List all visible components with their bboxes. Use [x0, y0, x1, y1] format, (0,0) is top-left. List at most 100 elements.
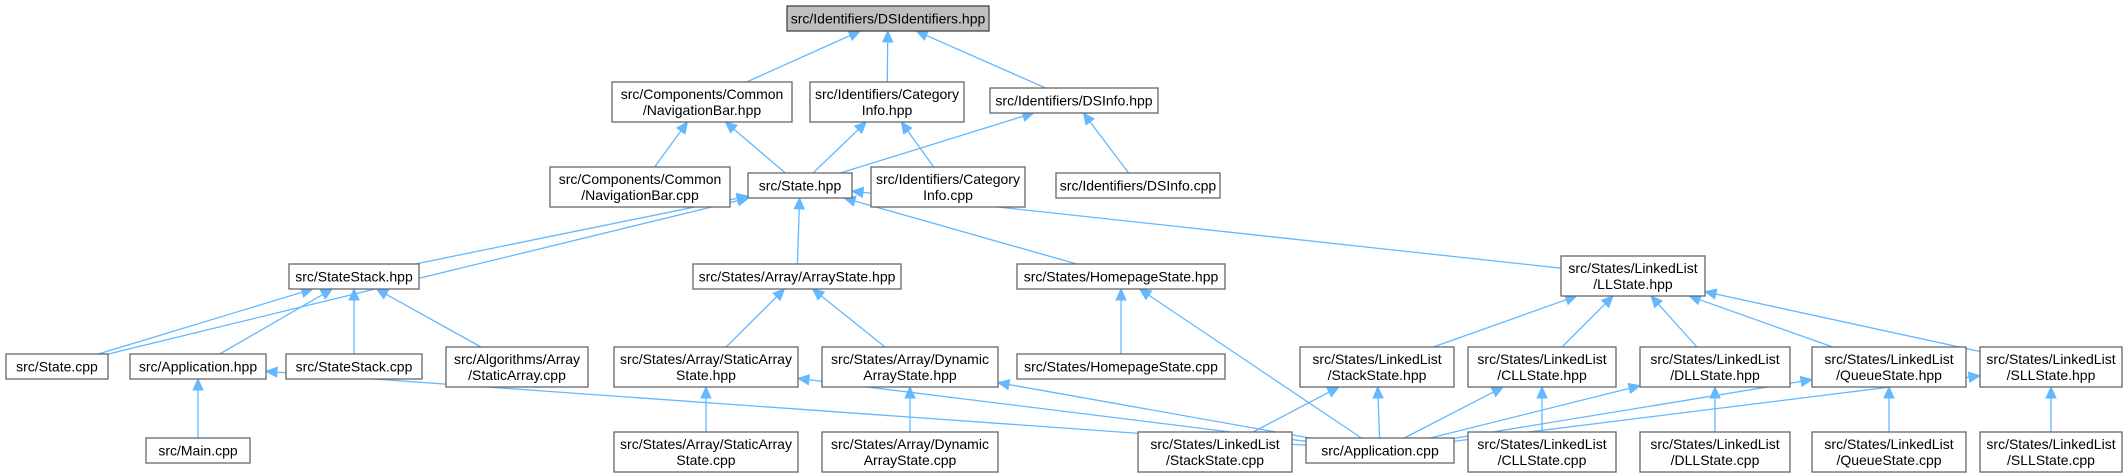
edge-line — [1561, 303, 1606, 348]
node-label: /NavigationBar.cpp — [581, 187, 699, 203]
node-box — [129, 353, 267, 380]
node-llstate-hpp[interactable]: src/States/LinkedList/LLState.hpp — [1560, 255, 1706, 297]
edge-cllstate-hpp-to-llstate-hpp — [1561, 295, 1614, 348]
edge-arrowhead — [1536, 385, 1548, 399]
node-main-cpp[interactable]: src/Main.cpp — [145, 437, 251, 464]
node-cllstate-cpp[interactable]: src/States/LinkedList/CLLState.cpp — [1467, 431, 1617, 473]
node-label: src/States/Array/Dynamic — [831, 351, 989, 367]
node-application-cpp[interactable]: src/Application.cpp — [1305, 437, 1455, 464]
node-arraystate-hpp[interactable]: src/States/Array/ArrayState.hpp — [692, 263, 902, 290]
edge-arrowhead — [1703, 288, 1718, 300]
node-statestack-cpp[interactable]: src/StateStack.cpp — [285, 353, 423, 380]
edge-arrowhead — [1326, 386, 1340, 398]
edge-application-hpp-to-statestack-hpp — [219, 288, 334, 355]
node-label: src/State.cpp — [16, 359, 98, 375]
edge-sllstate-hpp-to-llstate-hpp — [1703, 288, 1981, 353]
node-label: src/States/Array/ArrayState.hpp — [699, 269, 896, 285]
edge-arrowhead — [264, 366, 278, 378]
edge-queuestate-cpp-to-queuestate-hpp — [1883, 385, 1895, 432]
edge-arrowhead — [1372, 385, 1384, 399]
node-label: src/StateStack.cpp — [296, 359, 413, 375]
node-state-cpp[interactable]: src/State.cpp — [5, 353, 109, 380]
node-label: /StaticArray.cpp — [468, 367, 566, 383]
edge-arrowhead — [735, 192, 750, 205]
node-label: /LLState.hpp — [1593, 276, 1673, 292]
edge-application-cpp-to-staticarraystate-hpp — [796, 374, 1307, 442]
node-label: ArrayState.cpp — [864, 452, 957, 468]
node-dsinfo-cpp[interactable]: src/Identifiers/DSInfo.cpp — [1055, 172, 1221, 199]
edge-line — [98, 291, 303, 355]
node-application-hpp[interactable]: src/Application.hpp — [129, 353, 267, 380]
node-label: /CLLState.hpp — [1497, 367, 1587, 383]
node-sllstate-hpp[interactable]: src/States/LinkedList/SLLState.hpp — [1979, 346, 2123, 388]
node-label: src/Identifiers/DSIdentifiers.hpp — [791, 11, 986, 27]
node-label: src/Main.cpp — [158, 443, 238, 459]
edge-staticarray-alg-cpp-to-statestack-hpp — [375, 288, 482, 348]
edge-arrowhead — [850, 186, 865, 199]
edge-line — [796, 208, 800, 265]
edge-arrowhead — [700, 385, 712, 399]
node-label: src/Algorithms/Array — [454, 351, 580, 367]
node-box — [1299, 346, 1455, 388]
node-state-hpp[interactable]: src/State.hpp — [747, 172, 853, 199]
edge-stackstate-hpp-to-llstate-hpp — [1433, 294, 1578, 348]
edge-line — [733, 128, 786, 174]
node-label: /DLLState.hpp — [1670, 367, 1760, 383]
edge-arrowhead — [881, 29, 894, 43]
edge-arrowhead — [1650, 295, 1664, 309]
node-sllstate-cpp[interactable]: src/States/LinkedList/SLLState.cpp — [1979, 431, 2123, 473]
node-label: src/States/LinkedList — [1312, 351, 1441, 367]
edge-arrowhead — [915, 30, 930, 41]
node-stackstate-cpp[interactable]: src/States/LinkedList/StackState.cpp — [1137, 431, 1293, 473]
node-box — [613, 431, 799, 473]
node-homepagestate-hpp[interactable]: src/States/HomepageState.hpp — [1016, 263, 1226, 290]
node-dsidentifiers-hpp[interactable]: src/Identifiers/DSIdentifiers.hpp — [786, 5, 990, 32]
node-label: /StackState.cpp — [1166, 452, 1264, 468]
edge-line — [746, 34, 851, 83]
node-dsinfo-hpp[interactable]: src/Identifiers/DSInfo.hpp — [989, 87, 1159, 114]
node-box — [747, 172, 853, 199]
edge-line — [1433, 299, 1567, 348]
node-staticarray-alg-cpp[interactable]: src/Algorithms/Array/StaticArray.cpp — [445, 346, 589, 388]
edge-arrowhead — [1138, 288, 1153, 301]
node-box — [288, 263, 420, 290]
node-stackstate-hpp[interactable]: src/States/LinkedList/StackState.hpp — [1299, 346, 1455, 388]
edge-arrowhead — [847, 30, 862, 41]
edge-queuestate-hpp-to-llstate-hpp — [1688, 294, 1833, 348]
edge-line — [1715, 293, 1981, 353]
edge-arrowhead — [1627, 382, 1642, 395]
node-navbar-hpp[interactable]: src/Components/Common/NavigationBar.hpp — [611, 81, 793, 123]
edge-arrowhead — [375, 288, 390, 300]
node-queuestate-cpp[interactable]: src/States/LinkedList/QueueState.cpp — [1811, 431, 1967, 473]
edge-arrowhead — [853, 121, 868, 135]
node-statestack-hpp[interactable]: src/StateStack.hpp — [288, 263, 420, 290]
node-box — [613, 346, 799, 388]
edge-arrowhead — [192, 377, 204, 391]
edge-arrowhead — [1600, 295, 1614, 309]
edge-line — [415, 197, 738, 265]
node-box — [611, 81, 793, 123]
node-navbar-cpp[interactable]: src/Components/Common/NavigationBar.cpp — [549, 166, 731, 208]
edge-arrowhead — [1799, 375, 1814, 388]
node-queuestate-hpp[interactable]: src/States/LinkedList/QueueState.hpp — [1811, 346, 1967, 388]
node-box — [1305, 437, 1455, 464]
edge-line — [1008, 383, 1310, 439]
node-dllstate-hpp[interactable]: src/States/LinkedList/DLLState.hpp — [1639, 346, 1791, 388]
edge-arrowhead — [1883, 385, 1895, 399]
node-homepagestate-cpp[interactable]: src/States/HomepageState.cpp — [1016, 353, 1226, 380]
node-dllstate-cpp[interactable]: src/States/LinkedList/DLLState.cpp — [1639, 431, 1791, 473]
node-label: src/States/HomepageState.hpp — [1024, 269, 1219, 285]
edge-application-cpp-to-stackstate-hpp — [1372, 385, 1384, 439]
node-cllstate-hpp[interactable]: src/States/LinkedList/CLLState.hpp — [1467, 346, 1617, 388]
edge-application-cpp-to-sllstate-hpp — [1453, 371, 1982, 442]
node-label: src/Application.hpp — [139, 359, 258, 375]
node-box — [445, 346, 589, 388]
node-label: src/State.hpp — [759, 178, 842, 194]
